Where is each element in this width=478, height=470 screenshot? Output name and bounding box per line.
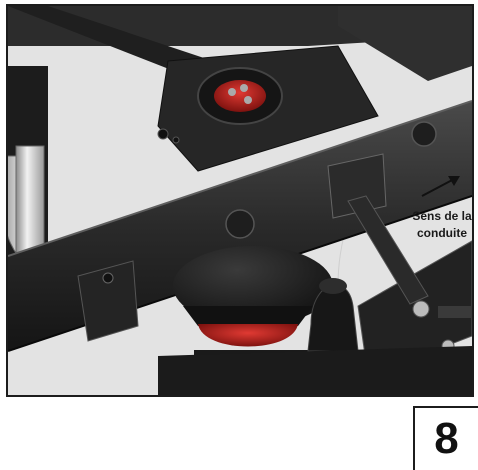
annotation-line-1: Sens de la — [412, 209, 472, 223]
illustration-frame: Sens de la conduite — [6, 4, 474, 397]
red-cap — [214, 80, 266, 112]
direction-arrow — [421, 177, 457, 197]
page-number-box: 8 — [413, 406, 478, 470]
driving-direction-label: Sens de la conduite — [402, 208, 472, 242]
page-number: 8 — [434, 414, 459, 463]
arrow-head — [448, 176, 460, 186]
annotation-line-2: conduite — [417, 226, 467, 240]
suspension-render — [8, 6, 472, 395]
